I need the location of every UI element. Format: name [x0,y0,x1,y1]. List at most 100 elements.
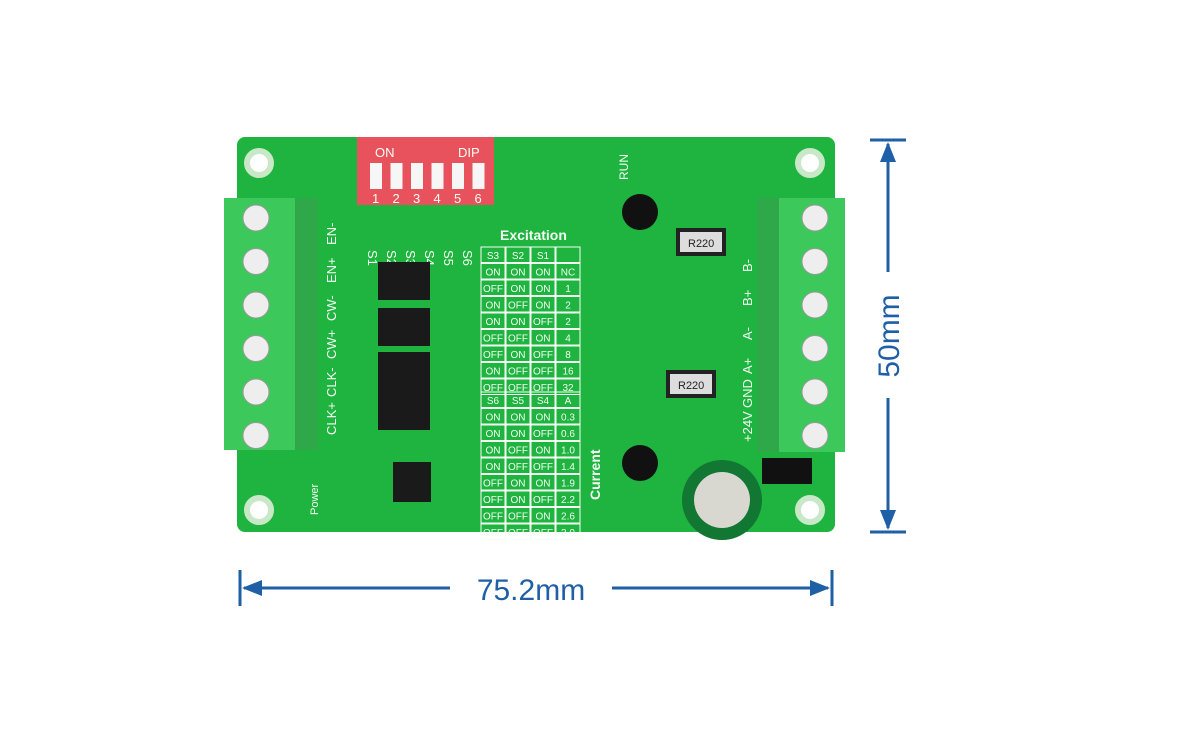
excitation-cell: ON [486,317,501,328]
switch-label: S6 [460,250,475,266]
power-resistors: R220 R220 [666,228,726,398]
excitation-cell: OFF [508,301,528,312]
current-header: S5 [512,396,525,407]
current-cell: OFF [508,462,528,473]
height-dimension [870,138,906,534]
excitation-header: S2 [512,251,525,262]
left-terminal-label: CW- [324,295,339,321]
excitation-cell: ON [486,367,501,378]
current-cell: ON [511,429,526,440]
excitation-cell: ON [511,284,526,295]
terminal-screw [242,422,270,449]
excitation-cell: OFF [508,367,528,378]
dip-position-number: 1 [372,191,379,206]
right-terminal-label: A- [740,327,755,340]
current-cell: ON [511,413,526,424]
switch-label: S1 [365,250,380,266]
dip-switch-key[interactable] [452,163,464,189]
excitation-cell: 2 [565,301,571,312]
excitation-cell: OFF [483,383,503,394]
excitation-cell: OFF [483,350,503,361]
current-cell: 1.0 [561,446,575,457]
current-cell: ON [486,413,501,424]
left-terminal-label: CW+ [324,330,339,359]
excitation-title: Excitation [500,227,567,243]
excitation-cell: ON [511,350,526,361]
terminal-screw [801,422,829,449]
right-terminal-label: B+ [740,290,755,306]
current-cell: OFF [483,479,503,490]
current-header: S6 [487,396,500,407]
current-cell: ON [536,413,551,424]
terminal-screw [242,335,270,362]
power-label: Power [309,483,321,515]
terminal-screw [242,291,270,319]
current-cell: 1.9 [561,479,575,490]
current-cell: OFF [483,512,503,523]
dip-switch-key[interactable] [472,163,485,189]
right-terminal-label: GND [740,379,755,408]
dip-position-number: 3 [413,191,420,206]
dip-switch-key[interactable] [390,163,403,189]
dip-position-number: 2 [393,191,400,206]
current-cell: OFF [533,495,553,506]
current-cell: OFF [508,512,528,523]
height-label: 50mm [873,294,906,377]
dip-position-number: 4 [434,191,441,206]
switch-label: S4 [422,250,437,266]
current-cell: OFF [533,462,553,473]
width-label: 75.2mm [477,574,585,607]
switch-label: S5 [441,250,456,266]
potentiometer[interactable] [622,194,658,230]
current-cell: 2.6 [561,512,575,523]
excitation-header: S1 [537,251,550,262]
excitation-cell: ON [536,268,551,279]
dip-switch-key[interactable] [431,163,444,189]
excitation-cell: 8 [565,350,571,361]
excitation-cell: OFF [508,334,528,345]
dip-switch-key[interactable] [411,163,423,189]
dip-position-number: 6 [475,191,482,206]
excitation-cell: 4 [565,334,571,345]
dip-on-label: ON [375,145,395,160]
switch-label: S3 [403,250,418,266]
current-cell: 0.3 [561,413,575,424]
excitation-cell: OFF [483,334,503,345]
current-cell: ON [486,462,501,473]
excitation-cell: ON [486,268,501,279]
resistor-label-1: R220 [688,238,714,250]
terminal-screw [801,204,829,232]
excitation-cell: 32 [562,383,574,394]
current-cell: ON [536,512,551,523]
terminal-screw [242,248,270,275]
terminal-screw [242,378,270,406]
switch-label: S2 [384,250,399,266]
current-cell: ON [536,479,551,490]
terminal-screw [242,204,270,232]
dip-switch-key[interactable] [370,163,382,189]
terminal-screw [801,378,829,406]
current-cell: 1.4 [561,462,575,473]
current-cell: 3.0 [561,528,575,539]
current-cell: ON [511,479,526,490]
width-dimension [238,570,834,606]
excitation-cell: OFF [508,383,528,394]
current-cell: ON [486,429,501,440]
current-cell: OFF [533,429,553,440]
current-cell: ON [486,446,501,457]
terminal-screw [801,248,829,275]
excitation-cell: ON [511,268,526,279]
excitation-cell: ON [536,284,551,295]
current-cell: OFF [483,495,503,506]
excitation-header: S3 [487,251,500,262]
potentiometer[interactable] [622,445,658,481]
current-cell: OFF [483,528,503,539]
left-terminal-label: EN+ [324,257,339,283]
right-terminal-block [757,198,845,452]
current-cell: OFF [508,446,528,457]
